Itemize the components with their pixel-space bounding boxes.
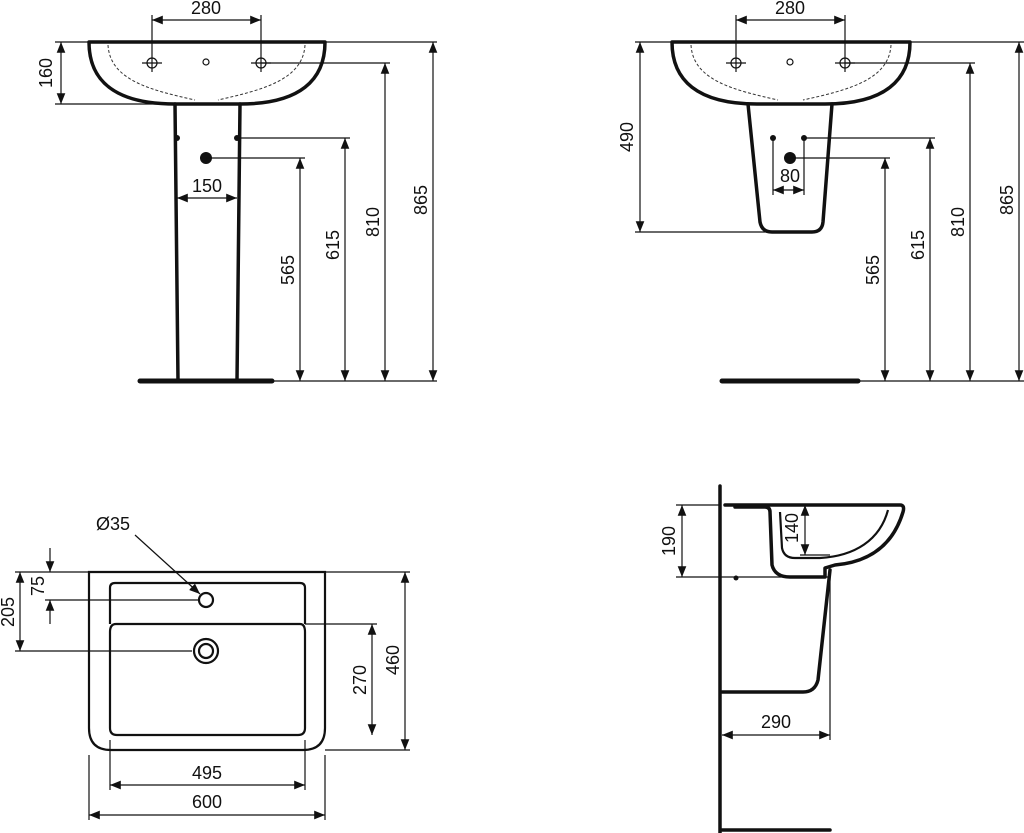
dim-tap-height: 810	[948, 207, 968, 237]
dim-fixing-height: 615	[908, 230, 928, 260]
dim-tap-hole-diameter: Ø35	[96, 514, 130, 534]
plan-view: Ø35 75 205 270 460 495 600	[0, 514, 410, 820]
dim-fixing-spacing: 150	[192, 176, 222, 196]
dim-tap-height: 810	[363, 207, 383, 237]
front-semi-pedestal-view: 280 490 80 565 615 810 865	[617, 0, 1024, 384]
dim-basin-depth: 160	[36, 58, 56, 88]
overflow-icon	[202, 58, 210, 66]
dim-basin-height: 190	[659, 526, 679, 556]
bowl-outline	[108, 622, 307, 737]
dim-waste-height: 565	[278, 255, 298, 285]
overflow-icon	[786, 58, 794, 66]
dim-rim-height: 865	[997, 185, 1017, 215]
bowl-inner-profile	[778, 509, 890, 560]
dim-bowl-depth: 140	[782, 513, 802, 543]
bowl-hidden-line	[690, 44, 892, 101]
dim-waste-height: 565	[863, 255, 883, 285]
dim-bowl-width: 495	[192, 763, 222, 783]
dim-tap-spacing: 280	[775, 0, 805, 18]
dim-overall-width: 600	[192, 792, 222, 812]
semi-pedestal-side	[720, 568, 832, 694]
side-view: 190 140 290	[659, 484, 906, 833]
pedestal	[173, 102, 242, 383]
front-pedestal-view: 280 160 150 565 615 810 865	[36, 0, 438, 384]
tap-deck	[108, 581, 307, 624]
dim-fixing-spacing: 80	[780, 166, 800, 186]
basin-side-profile	[723, 503, 906, 579]
fixing-bolt-icon	[733, 575, 739, 581]
fixing-bolt-icon	[174, 135, 180, 141]
dim-overall-depth: 460	[383, 645, 403, 675]
dim-semi-pedestal-projection: 290	[761, 712, 791, 732]
waste-outlet-icon	[192, 637, 220, 665]
basin-outline	[87, 40, 327, 106]
basin-outline	[670, 40, 912, 106]
dim-semi-pedestal-drop: 490	[617, 122, 637, 152]
dim-bowl-depth: 270	[350, 665, 370, 695]
basin-outline-plan	[87, 570, 327, 752]
dim-tap-spacing: 280	[191, 0, 221, 18]
bowl-hidden-line	[107, 44, 306, 101]
dim-tap-hole-offset: 75	[28, 576, 48, 596]
tap-hole-icon	[197, 591, 215, 609]
fixing-bolt-icon	[770, 135, 776, 141]
dim-waste-offset: 205	[0, 597, 18, 627]
semi-pedestal	[746, 102, 834, 234]
dim-fixing-height: 615	[323, 230, 343, 260]
dim-rim-height: 865	[411, 185, 431, 215]
